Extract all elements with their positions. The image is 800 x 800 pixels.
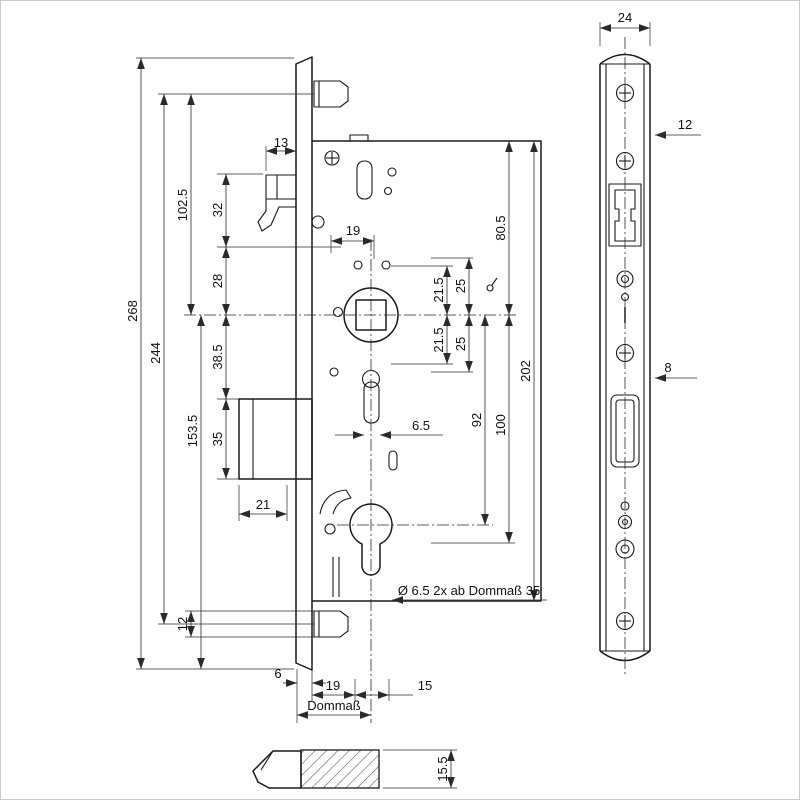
dim-label-92: 92 bbox=[469, 413, 484, 427]
dim-hole-note: Ø 6.5 2x ab Dommaß 35 bbox=[392, 583, 547, 604]
upper-slot bbox=[356, 160, 373, 200]
latch-detail-view bbox=[252, 749, 380, 789]
dim-80-5: 80.5 bbox=[493, 141, 513, 315]
dim-label-12-side: 12 bbox=[678, 117, 692, 132]
dim-label-21: 21 bbox=[256, 497, 270, 512]
dim-35: 35 bbox=[210, 399, 230, 479]
dim-15: 15 bbox=[355, 678, 432, 699]
dim-label-25-upper: 25 bbox=[453, 279, 468, 293]
dim-15-5: 15.5 bbox=[435, 750, 455, 788]
spring-lever bbox=[319, 489, 352, 515]
dim-label-6: 6 bbox=[274, 666, 281, 681]
side-slot bbox=[388, 450, 398, 471]
extension-lines bbox=[136, 22, 651, 789]
faceplate-screw bbox=[324, 150, 340, 166]
case-top-tab bbox=[349, 134, 369, 142]
dim-label-6-5: 6.5 bbox=[412, 418, 430, 433]
dim-label-100: 100 bbox=[493, 414, 508, 436]
latch-body-hatched bbox=[300, 749, 380, 789]
dim-19-mid: 19 bbox=[331, 223, 374, 245]
euro-cylinder-hole bbox=[324, 503, 393, 576]
dim-label-244: 244 bbox=[148, 342, 163, 364]
dim-12-side: 12 bbox=[655, 117, 701, 139]
dim-19-bottom: 19 bbox=[312, 678, 355, 699]
dim-label-8-side: 8 bbox=[664, 360, 671, 375]
latch-bevel-head bbox=[252, 750, 302, 789]
dim-label-35: 35 bbox=[210, 432, 225, 446]
hole-a bbox=[387, 167, 397, 177]
centerlines bbox=[184, 37, 626, 723]
dim-8-side: 8 bbox=[655, 360, 697, 382]
dim-12-left: 12 bbox=[175, 611, 195, 637]
faceplate bbox=[295, 56, 313, 671]
hole-c bbox=[329, 367, 339, 377]
dim-label-19-mid: 19 bbox=[346, 223, 360, 238]
spindle-follower bbox=[332, 260, 399, 343]
dim-dommass: Dommaß bbox=[297, 698, 371, 719]
dim-label-12-left: 12 bbox=[175, 617, 190, 631]
dim-21-5-lower: 21.5 bbox=[431, 315, 451, 364]
latch-head bbox=[257, 174, 297, 232]
hole-b bbox=[383, 186, 393, 196]
dim-6-5: 6.5 bbox=[335, 418, 443, 439]
dim-label-13: 13 bbox=[274, 135, 288, 150]
hole-note-label: Ø 6.5 2x ab Dommaß 35 bbox=[398, 583, 540, 598]
dim-38-5: 38.5 bbox=[210, 315, 230, 399]
dim-92: 92 bbox=[469, 315, 489, 525]
dim-32: 32 bbox=[210, 174, 230, 247]
dim-25-upper: 25 bbox=[453, 258, 473, 315]
dimensions: 268 244 102.5 153.5 12 32 28 38. bbox=[125, 10, 701, 788]
dim-label-dommass: Dommaß bbox=[307, 698, 361, 713]
dim-28: 28 bbox=[210, 247, 230, 315]
dim-24: 24 bbox=[600, 10, 650, 32]
dim-202: 202 bbox=[518, 141, 538, 601]
dim-21: 21 bbox=[239, 497, 287, 518]
lock-case bbox=[312, 140, 542, 602]
dim-label-268: 268 bbox=[125, 300, 140, 322]
dim-label-202: 202 bbox=[518, 360, 533, 382]
dim-21-5-upper: 21.5 bbox=[431, 266, 451, 315]
dim-label-153-5: 153.5 bbox=[185, 415, 200, 448]
lower-slot bbox=[363, 381, 380, 424]
dim-13: 13 bbox=[266, 135, 296, 155]
dim-label-32: 32 bbox=[210, 203, 225, 217]
dim-label-25-lower: 25 bbox=[453, 337, 468, 351]
deadbolt bbox=[238, 398, 313, 480]
dim-25-lower: 25 bbox=[453, 315, 473, 372]
dim-6: 6 bbox=[274, 666, 326, 687]
dim-268: 268 bbox=[125, 58, 145, 669]
dim-label-24: 24 bbox=[618, 10, 632, 25]
dim-label-102-5: 102.5 bbox=[175, 189, 190, 222]
dim-100: 100 bbox=[493, 315, 513, 543]
pin-detail bbox=[491, 277, 498, 286]
top-rod-bolt bbox=[313, 80, 349, 108]
dim-label-28: 28 bbox=[210, 274, 225, 288]
dim-label-38-5: 38.5 bbox=[210, 344, 225, 369]
dim-label-80-5: 80.5 bbox=[493, 215, 508, 240]
dim-label-19-bottom: 19 bbox=[326, 678, 340, 693]
dim-label-15: 15 bbox=[418, 678, 432, 693]
dim-label-21-5-lower: 21.5 bbox=[431, 327, 446, 352]
dim-label-15-5: 15.5 bbox=[435, 756, 450, 781]
dim-label-21-5-upper: 21.5 bbox=[431, 277, 446, 302]
dim-244: 244 bbox=[148, 94, 168, 624]
dim-102-5: 102.5 bbox=[175, 94, 195, 315]
dim-153-5: 153.5 bbox=[185, 315, 205, 669]
plate-top-cap bbox=[599, 53, 651, 65]
guide-pin bbox=[311, 215, 325, 229]
